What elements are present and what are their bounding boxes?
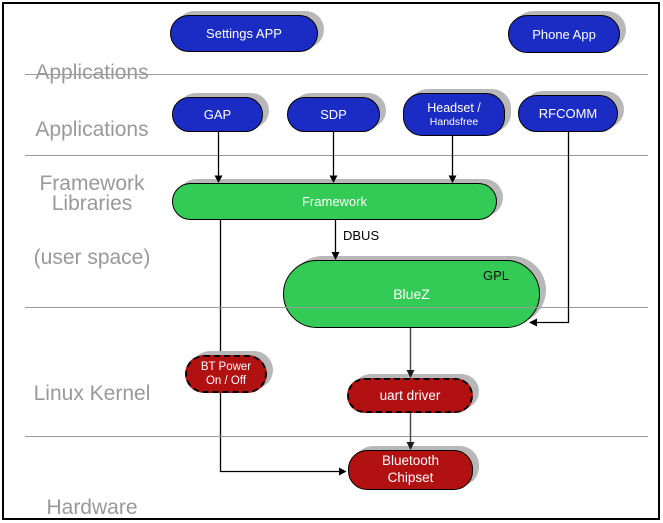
node-label: Framework	[301, 194, 367, 209]
layer-label-text: (user space)	[33, 246, 151, 269]
layer-divider	[25, 155, 648, 156]
node-label: BlueZ	[393, 286, 430, 302]
gpl-license-label: GPL	[482, 268, 509, 283]
node-label: Settings APP	[206, 26, 282, 41]
node-label: BT Power	[200, 360, 252, 373]
layer-label-text: Hardware	[46, 496, 138, 519]
layer-divider	[25, 307, 648, 308]
layer-divider	[25, 436, 648, 437]
node-label: Handsfree	[429, 115, 479, 128]
node-rfcomm: RFCOMM	[518, 95, 618, 132]
layer-label-linux-kernel: Linux Kernel	[8, 353, 176, 407]
node-bluetooth-chipset: Bluetooth Chipset	[348, 450, 473, 490]
node-label: Phone App	[532, 26, 596, 42]
node-bluez: GPL BlueZ	[283, 260, 540, 328]
node-sdp: SDP	[287, 97, 380, 132]
node-label: Bluetooth	[381, 453, 440, 469]
layer-label-hardware: Hardware	[8, 467, 176, 521]
node-label: uart driver	[379, 388, 441, 403]
node-headset-handsfree: Headset / Handsfree	[403, 93, 505, 136]
layer-label-text: Framework	[39, 172, 145, 195]
layer-label-applications-framework: Applications Framework	[8, 89, 176, 197]
layer-label-text: Linux Kernel	[33, 382, 151, 405]
node-gap: GAP	[172, 97, 263, 132]
node-bt-power-on-off: BT Power On / Off	[185, 355, 267, 393]
layer-label-text: Applications	[35, 61, 149, 84]
node-label: Chipset	[387, 470, 434, 485]
layer-label-text: Applications	[35, 118, 149, 141]
node-label: SDP	[320, 107, 347, 122]
node-label: GAP	[203, 107, 232, 122]
node-settings-app: Settings APP	[170, 15, 318, 52]
node-label: On / Off	[205, 375, 247, 387]
layer-label-libraries-user-space: Libraries (user space)	[8, 163, 176, 271]
layer-divider	[25, 74, 648, 75]
layer-label-applications: Applications	[8, 32, 176, 86]
node-label: Headset /	[427, 101, 481, 116]
node-phone-app: Phone App	[508, 15, 620, 53]
node-uart-driver: uart driver	[347, 378, 473, 413]
node-framework: Framework	[172, 183, 497, 220]
layer-label-text: Libraries	[51, 192, 133, 215]
node-label: RFCOMM	[538, 106, 598, 121]
dbus-edge-label: DBUS	[343, 228, 380, 243]
